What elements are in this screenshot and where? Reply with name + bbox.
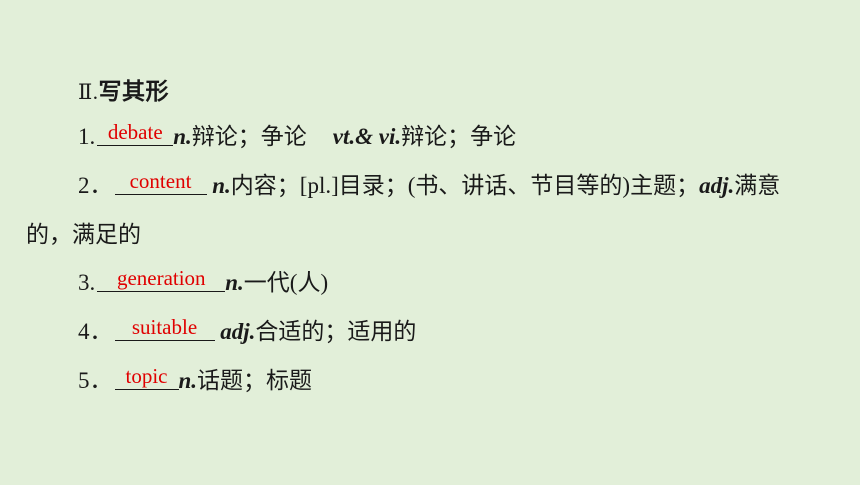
part-of-speech: n. xyxy=(173,124,192,149)
item-number: 4． xyxy=(78,319,113,344)
vocab-item-2: 2． content n.内容；[pl.]目录；(书、讲话、节目等的)主题；adj… xyxy=(78,169,781,201)
item-number: 2． xyxy=(78,173,113,198)
answer-text: topic xyxy=(125,364,168,388)
part-of-speech: adj. xyxy=(699,173,735,198)
answer-text: generation xyxy=(116,266,206,290)
part-of-speech: vt.& vi. xyxy=(332,124,402,149)
part-of-speech: n. xyxy=(225,270,244,295)
part-of-speech: n. xyxy=(212,173,231,198)
meaning: 内容；[pl.]目录；(书、讲话、节目等的)主题； xyxy=(230,173,700,198)
answer-text: content xyxy=(129,169,192,193)
section-heading: 写其形 xyxy=(98,79,170,104)
meaning: 的，满足的 xyxy=(26,222,141,247)
answer-text: suitable xyxy=(131,315,198,339)
vocab-item-3: 3. generation n.一代(人) xyxy=(78,266,329,298)
part-of-speech: adj. xyxy=(220,319,256,344)
answer-blank: content xyxy=(114,169,207,195)
item-number: 3. xyxy=(78,270,96,295)
meaning: 满意 xyxy=(734,173,781,198)
answer-blank: debate xyxy=(97,120,174,146)
vocab-item-5: 5． topic n.话题；标题 xyxy=(78,364,313,396)
vocab-item-4: 4． suitable adj.合适的；适用的 xyxy=(78,315,417,347)
item-number: 1. xyxy=(78,124,96,149)
meaning: 一代(人) xyxy=(243,270,329,295)
answer-blank: topic xyxy=(114,364,179,390)
section-number: Ⅱ. xyxy=(78,80,99,104)
vocab-item-2-continued: 的，满足的 xyxy=(26,220,141,250)
part-of-speech: n. xyxy=(178,368,198,393)
answer-blank: generation xyxy=(97,266,226,292)
meaning: 辩论；争论 xyxy=(401,124,517,149)
section-title: Ⅱ.写其形 xyxy=(78,72,169,106)
item-number: 5． xyxy=(78,368,113,393)
meaning: 辩论；争论 xyxy=(191,124,307,149)
meaning: 话题；标题 xyxy=(197,368,313,393)
answer-text: debate xyxy=(107,120,163,144)
meaning: 合适的；适用的 xyxy=(255,319,417,344)
answer-blank: suitable xyxy=(114,315,215,341)
